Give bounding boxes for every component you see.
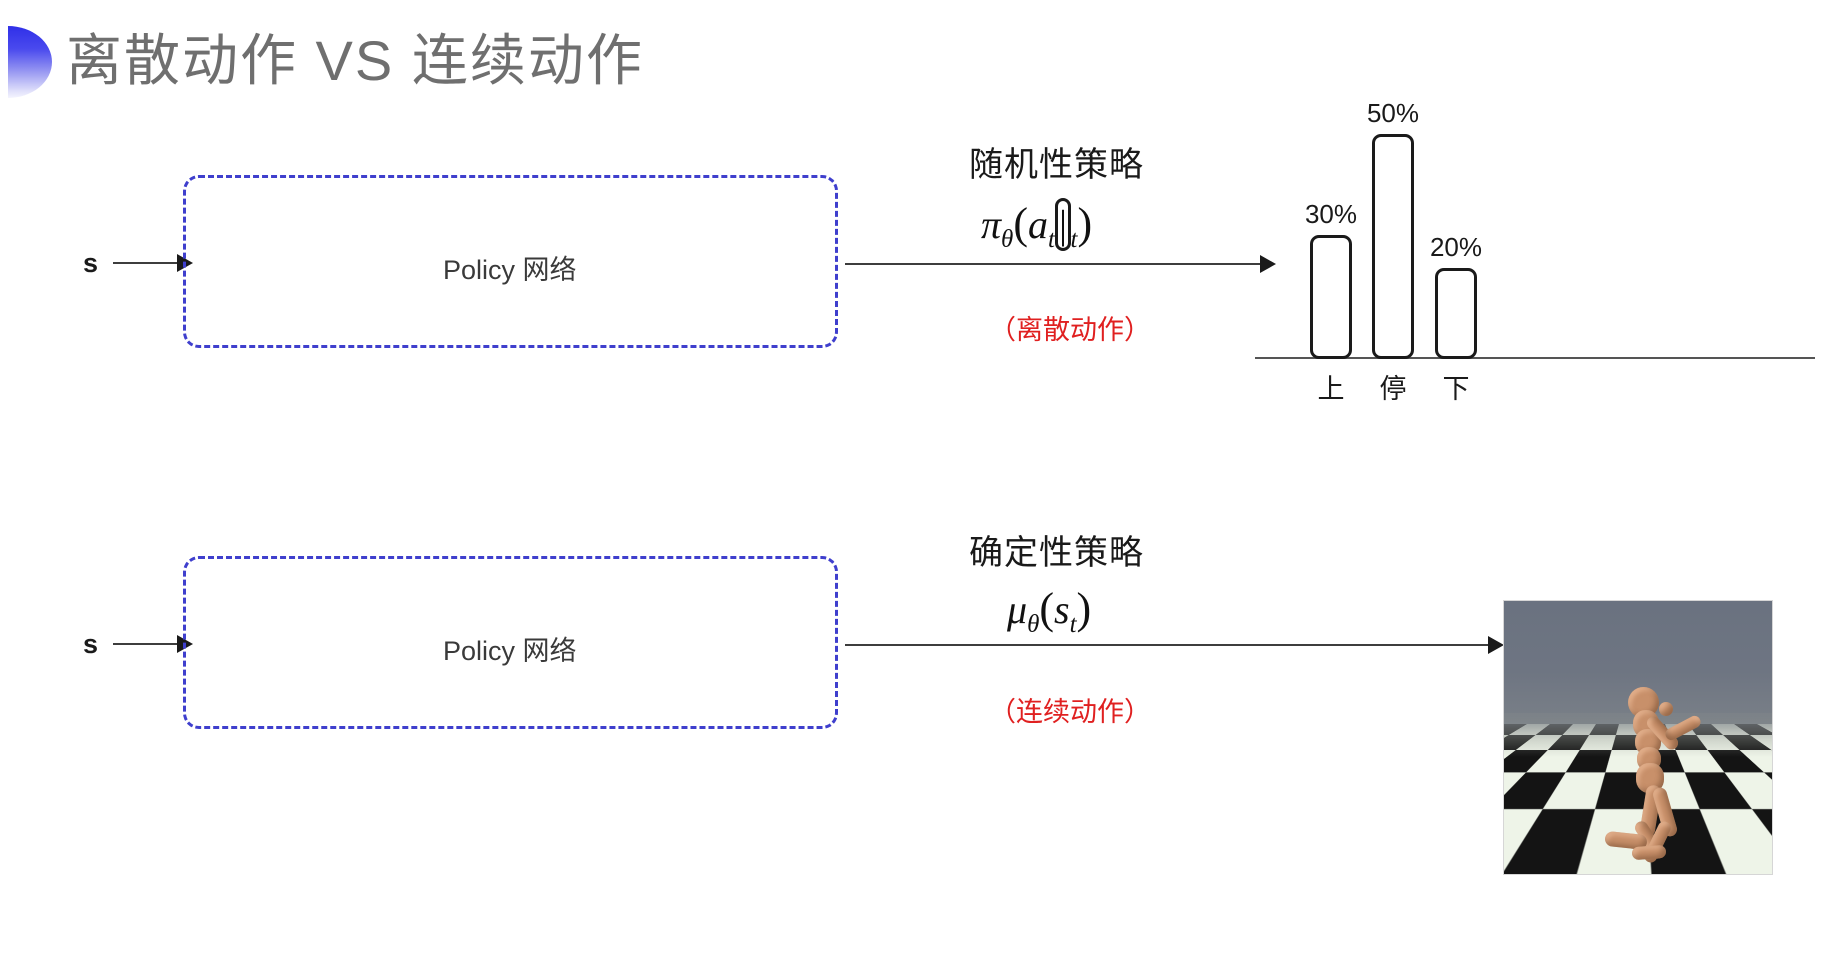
state-label-discrete: s [83, 248, 99, 278]
chart-baseline [1255, 357, 1815, 359]
formula-theta-2: θ [1027, 611, 1040, 638]
humanoid-fist [1659, 702, 1673, 716]
output-arrow-head-continuous [1488, 636, 1504, 654]
formula-open-paren-2: ( [1039, 584, 1055, 633]
formula-close-paren-2: ) [1076, 584, 1092, 633]
formula-open-paren: ( [1013, 199, 1028, 248]
bar-category-down: 下 [1442, 374, 1470, 404]
bar-value-down: 20% [1429, 232, 1483, 262]
policy-network-label-continuous: Policy 网络 [443, 636, 577, 666]
policy-note-continuous: （连续动作） [989, 697, 1151, 727]
output-arrow-line-continuous [845, 644, 1493, 646]
humanoid-front-foot [1631, 844, 1667, 861]
output-arrow-line-discrete [845, 263, 1265, 265]
formula-given-bar: | [1054, 198, 1071, 251]
formula-mu: μ [1007, 587, 1028, 632]
policy-formula-discrete: πθ(at|st) [981, 198, 1092, 254]
policy-heading-discrete: 随机性策略 [969, 146, 1144, 184]
bar-value-stop: 50% [1366, 98, 1420, 128]
formula-theta: θ [1001, 226, 1014, 253]
formula-state-sub: t [1070, 226, 1078, 253]
formula-action: a [1027, 202, 1048, 247]
policy-network-box-discrete[interactable] [183, 175, 838, 348]
formula-state-sub-2: t [1069, 611, 1077, 638]
page-title: 离散动作 VS 连续动作 [66, 29, 644, 92]
formula-close-paren: ) [1077, 199, 1093, 248]
formula-state-2: s [1054, 587, 1070, 632]
formula-pi: π [981, 202, 1002, 247]
title-bullet-icon [8, 26, 52, 98]
bar-category-up: 上 [1317, 374, 1345, 404]
bar-category-stop: 停 [1379, 374, 1407, 404]
bar-down [1435, 268, 1477, 359]
policy-heading-continuous: 确定性策略 [969, 534, 1144, 572]
policy-note-discrete: （离散动作） [989, 315, 1151, 345]
state-arrow-line-discrete [113, 262, 181, 264]
humanoid-simulation-image [1503, 600, 1773, 875]
policy-network-box-continuous[interactable] [183, 556, 838, 729]
formula-action-sub: t [1047, 226, 1055, 253]
bar-stop [1372, 134, 1414, 359]
bar-up [1310, 235, 1352, 359]
state-label-continuous: s [83, 629, 99, 659]
state-arrow-line-continuous [113, 643, 181, 645]
action-probability-bar-chart: 30% 上 50% 停 20% 下 [1255, 95, 1815, 404]
policy-formula-continuous: μθ(st) [1007, 583, 1091, 639]
bar-value-up: 30% [1304, 199, 1358, 229]
output-arrow-head-discrete [1260, 255, 1276, 273]
policy-network-label-discrete: Policy 网络 [443, 255, 577, 285]
